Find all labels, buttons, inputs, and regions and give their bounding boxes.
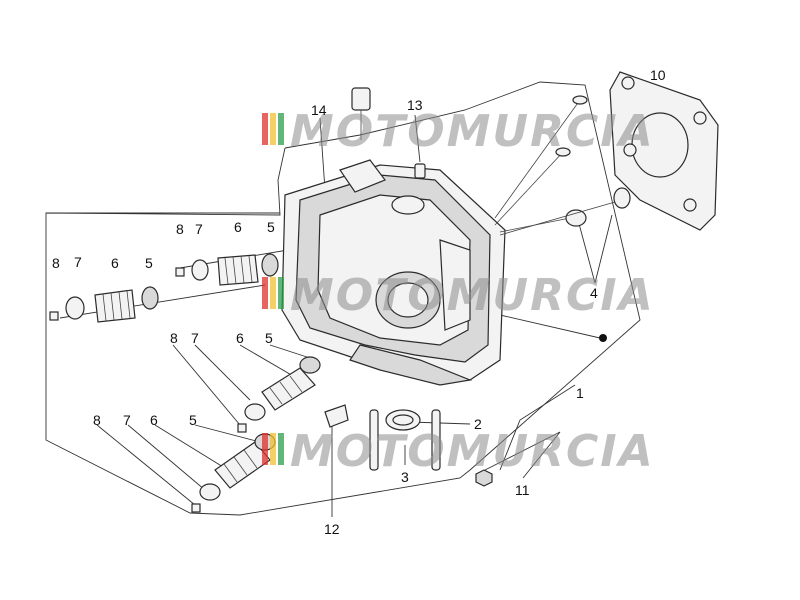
callout-dot (599, 334, 607, 342)
label-part-8: 8 (176, 221, 184, 237)
label-part-5: 5 (267, 219, 275, 235)
cylinder-head (281, 87, 506, 386)
head-gasket (609, 71, 719, 231)
label-part-11: 11 (515, 482, 530, 498)
label-part-13: 13 (407, 97, 423, 113)
label-part-5: 5 (189, 412, 197, 428)
part-labels: 1 2 3 4 5 5 5 5 6 6 6 6 7 7 7 7 8 8 8 8 … (52, 67, 666, 537)
label-part-14: 14 (311, 102, 327, 118)
label-part-6: 6 (111, 255, 119, 271)
small-parts (324, 404, 493, 487)
label-part-1: 1 (576, 385, 584, 401)
watermark-1: MOTOMURCIA (262, 106, 655, 157)
label-part-7: 7 (191, 330, 199, 346)
spring-group-left (49, 286, 159, 323)
watermark-text: MOTOMURCIA (290, 426, 655, 477)
label-part-8: 8 (170, 330, 178, 346)
label-part-8: 8 (52, 255, 60, 271)
label-part-6: 6 (236, 330, 244, 346)
label-part-12: 12 (324, 521, 340, 537)
label-part-2: 2 (474, 416, 482, 432)
label-part-6: 6 (150, 412, 158, 428)
watermark-text: MOTOMURCIA (290, 106, 655, 157)
label-part-7: 7 (195, 221, 203, 237)
watermark-text: MOTOMURCIA (290, 270, 655, 321)
label-part-3: 3 (401, 469, 409, 485)
label-part-4: 4 (590, 285, 598, 301)
label-part-8: 8 (93, 412, 101, 428)
label-part-5: 5 (265, 330, 273, 346)
label-part-10: 10 (650, 67, 666, 83)
label-part-7: 7 (123, 412, 131, 428)
spring-group-upper (175, 253, 279, 286)
spring-group-middle (237, 356, 321, 433)
valves (494, 95, 631, 236)
watermark-2: MOTOMURCIA (262, 270, 655, 321)
watermark-3: MOTOMURCIA (262, 426, 655, 477)
label-part-7: 7 (74, 254, 82, 270)
label-part-6: 6 (234, 219, 242, 235)
label-part-5: 5 (145, 255, 153, 271)
spring-group-lower (191, 433, 276, 513)
